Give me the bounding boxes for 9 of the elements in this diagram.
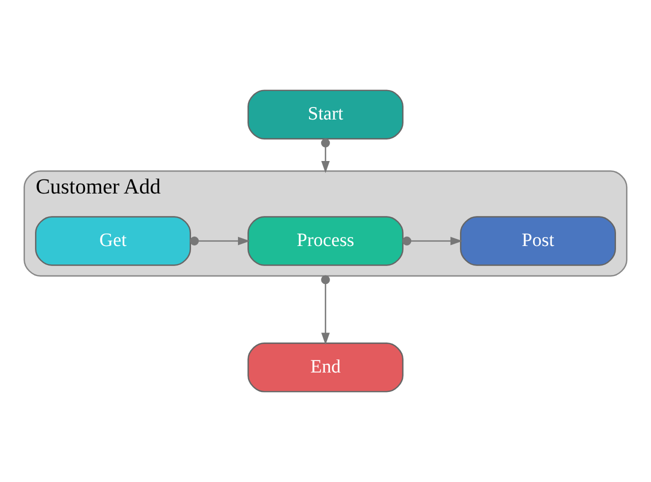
node-box: Start (248, 90, 404, 140)
arrow (190, 236, 250, 246)
node-box: End (248, 342, 404, 392)
arrow (321, 275, 330, 345)
node-box: Get (35, 216, 192, 266)
node-box: Process (248, 216, 404, 266)
arrow (321, 138, 330, 174)
node-box: Post (460, 216, 616, 266)
arrow (402, 236, 463, 246)
